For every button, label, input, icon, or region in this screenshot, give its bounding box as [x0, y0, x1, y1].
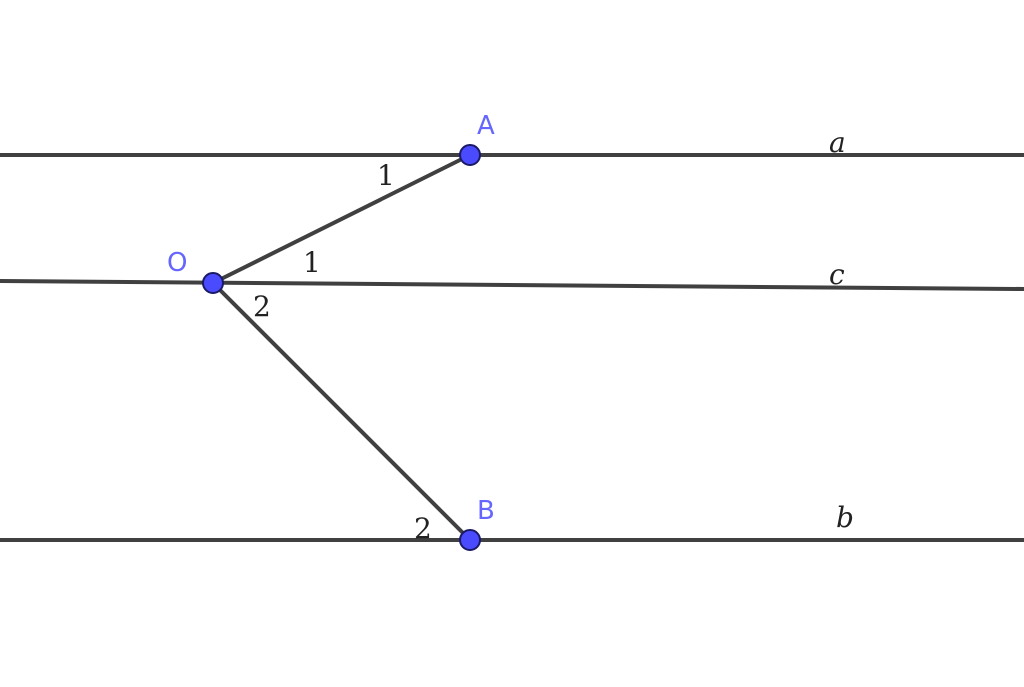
line-b-label: b — [836, 501, 854, 534]
point-A[interactable] — [459, 144, 481, 166]
angle-2-at-B-label: 2 — [414, 512, 432, 545]
segment-OB — [211, 281, 472, 542]
line-a-label: a — [829, 126, 846, 159]
angle-1-at-O-label: 1 — [303, 246, 321, 279]
point-B[interactable] — [459, 529, 481, 551]
point-O-label: O — [167, 248, 187, 278]
angle-2-at-O-label: 2 — [253, 290, 271, 323]
point-O[interactable] — [202, 272, 224, 294]
segment-OA — [211, 153, 472, 285]
line-c-label: c — [829, 258, 845, 291]
point-A-label: A — [477, 111, 495, 141]
angle-1-at-A-label: 1 — [377, 159, 395, 192]
line-c — [0, 279, 1024, 291]
point-B-label: B — [477, 496, 495, 526]
